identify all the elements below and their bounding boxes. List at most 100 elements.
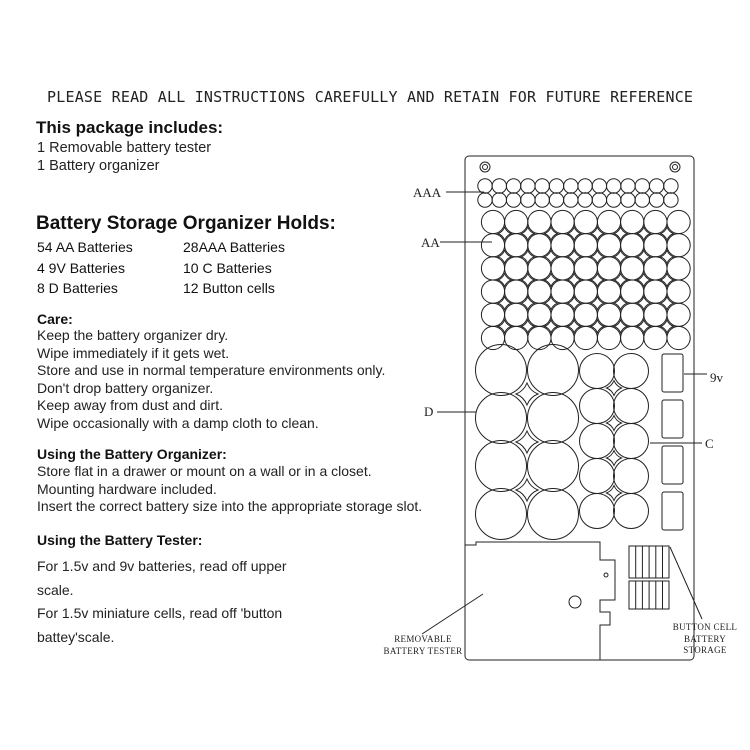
list-item: Insert the correct battery size into the…: [37, 498, 423, 515]
aa-slot: [573, 279, 598, 304]
c-slot: [613, 423, 649, 459]
aa-gap-star: [589, 318, 606, 335]
tester-label: REMOVABLE BATTERY TESTER: [378, 634, 468, 657]
aa-slot: [504, 233, 529, 258]
aa-gap-star: [612, 272, 629, 288]
aa-slot: [666, 325, 691, 351]
organizer-outline: [464, 155, 695, 661]
aa-slot: [643, 302, 668, 327]
list-item: Store flat in a drawer or mount on a wal…: [37, 463, 372, 479]
aa-gap-star: [659, 318, 675, 335]
aaa-slot: [520, 178, 536, 194]
aa-slot: [504, 302, 529, 327]
aaa-slot: [577, 178, 593, 194]
aa-gap-star: [612, 248, 629, 265]
aa-gap-star: [659, 225, 675, 242]
aa-gap-star: [635, 295, 652, 312]
mount-hole: [479, 161, 491, 173]
mount-hole-inner: [482, 164, 488, 170]
aa-slot: [666, 302, 691, 327]
aaa-slot: [591, 192, 608, 208]
button-leader: [669, 546, 703, 620]
aa-slot: [550, 256, 575, 281]
aa-label: AA: [421, 235, 440, 250]
aa-gap-star: [635, 248, 652, 265]
button-storage-label: BUTTON CELL BATTERY STORAGE: [670, 622, 740, 657]
aa-slot: [504, 325, 529, 351]
aa-gap-star: [543, 248, 559, 265]
aa-slot: [596, 279, 622, 304]
aa-slot: [527, 209, 552, 235]
aaa-slot: [505, 178, 522, 194]
aa-slot: [643, 209, 668, 235]
aa-gap-star: [519, 248, 536, 265]
aa-slot: [666, 256, 691, 281]
aa-slot: [643, 256, 668, 281]
c-gap-star: [605, 414, 623, 432]
aa-slot: [480, 256, 506, 281]
aaa-slot: [648, 178, 665, 194]
tester-title: Using the Battery Tester:: [37, 532, 203, 548]
c-slot: [613, 458, 649, 494]
aa-slot: [596, 256, 622, 281]
aa-gap-star: [519, 318, 536, 335]
c-slot: [579, 388, 615, 424]
aaa-slot: [534, 178, 550, 194]
aa-gap-star: [612, 318, 629, 335]
aa-slot: [666, 209, 691, 235]
aaa-slot: [520, 192, 536, 208]
c-slot: [579, 353, 615, 389]
list-item: 54 AA Batteries: [37, 239, 133, 255]
aa-gap-star: [589, 225, 606, 242]
aaa-slot: [505, 192, 522, 208]
aa-slot: [643, 279, 668, 304]
aaa-slot: [534, 192, 550, 208]
aa-slot: [527, 279, 552, 304]
list-item: Mounting hardware included.: [37, 480, 217, 497]
aaa-slot: [577, 192, 593, 208]
aa-gap-star: [659, 272, 675, 288]
list-item: 1 Battery organizer: [37, 157, 160, 174]
aa-slot: [620, 256, 645, 281]
list-item: 1 Removable battery tester: [37, 140, 212, 156]
aa-slot: [620, 279, 645, 304]
aa-slot: [643, 325, 668, 351]
aa-gap-star: [612, 295, 629, 312]
tester-list: For 1.5v and 9v batteries, read off uppe…: [37, 555, 287, 649]
aa-slot: [573, 256, 598, 281]
aa-gap-star: [635, 272, 652, 288]
list-item: Keep away from dust and dirt.: [37, 397, 223, 414]
package-list: 1 Removable battery tester 1 Battery org…: [37, 140, 211, 175]
c-gap-star: [605, 449, 623, 467]
aa-gap-star: [496, 248, 513, 265]
holds-title: Battery Storage Organizer Holds:: [36, 213, 336, 234]
mount-hole-inner: [672, 164, 678, 170]
c-slot: [579, 423, 615, 459]
aa-slot: [596, 302, 622, 327]
aa-gap-star: [519, 225, 536, 242]
care-list: Keep the battery organizer dry. Wipe imm…: [37, 327, 385, 433]
aa-gap-star: [566, 248, 583, 265]
organizer-title: Using the Battery Organizer:: [37, 446, 227, 462]
aa-gap-star: [566, 225, 583, 242]
aa-gap-star: [543, 295, 559, 312]
aa-slot: [480, 209, 506, 235]
aa-gap-star: [589, 295, 606, 312]
aa-slot: [573, 209, 598, 235]
aa-gap-star: [589, 272, 606, 288]
package-title: This package includes:: [36, 118, 224, 137]
aa-gap-star: [543, 272, 559, 288]
aa-slot: [550, 302, 575, 327]
list-item: For 1.5v and 9v batteries, read off uppe…: [37, 558, 287, 574]
list-item: battey'scale.: [37, 628, 115, 645]
aa-slot: [666, 233, 691, 258]
page-header: PLEASE READ ALL INSTRUCTIONS CAREFULLY A…: [47, 88, 694, 106]
tester-label-line: REMOVABLE: [394, 634, 452, 644]
aa-slot: [620, 302, 645, 327]
aaa-slot: [591, 178, 608, 194]
list-item: 28AAA Batteries: [183, 239, 285, 255]
aa-slot: [504, 279, 529, 304]
aaa-slot: [548, 178, 565, 194]
aa-slot: [550, 233, 575, 258]
